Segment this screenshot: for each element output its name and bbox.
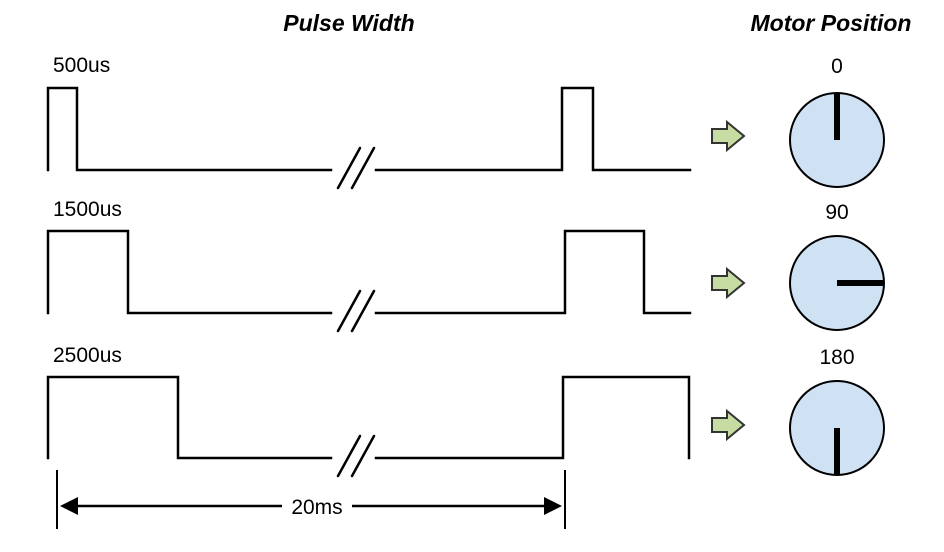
motor-angle-label: 0 [831, 55, 843, 78]
waveform-break-icon [336, 146, 376, 190]
pulse-width-label: 500us [53, 54, 110, 77]
pulse-waveform [46, 86, 692, 172]
waveform-break-icon [336, 289, 376, 333]
maps-to-arrow-icon [711, 119, 746, 153]
maps-to-arrow-icon [711, 408, 746, 442]
left-arrowhead-icon [60, 497, 78, 515]
pulse-width-label: 2500us [53, 344, 122, 367]
motor-angle-label: 180 [819, 346, 854, 369]
waveform-break-icon [336, 434, 376, 478]
period-label: 20ms [291, 496, 342, 519]
motor-angle-label: 90 [825, 201, 848, 224]
pulse-width-label: 1500us [53, 198, 122, 221]
right-arrowhead-icon [544, 497, 562, 515]
pulse-waveform [46, 229, 692, 315]
maps-to-arrow-icon [711, 266, 746, 300]
pulse-row-2500us: 2500us 180 [46, 344, 885, 478]
pulse-waveform [46, 375, 691, 460]
motor-position-title: Motor Position [751, 10, 912, 36]
period-dimension: 20ms [56, 470, 566, 529]
motor-dial-180deg: 180 [789, 346, 885, 476]
pulse-row-500us: 500us 0 [46, 54, 885, 190]
pulse-width-title: Pulse Width [283, 10, 414, 36]
motor-dial-90deg: 90 [789, 201, 885, 331]
motor-dial-0deg: 0 [789, 55, 885, 188]
pulse-row-1500us: 1500us 90 [46, 198, 885, 333]
